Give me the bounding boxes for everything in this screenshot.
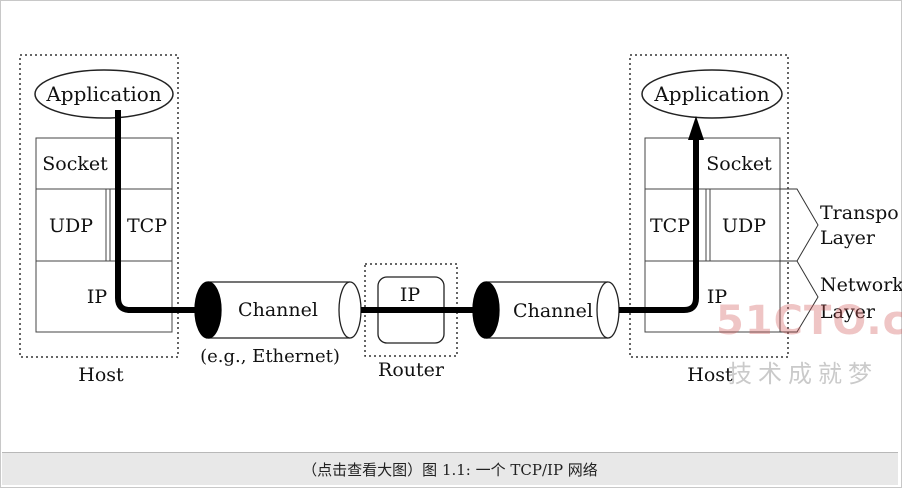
right-host-label: Host xyxy=(687,364,733,386)
transport-layer-label-2: Layer xyxy=(820,227,876,249)
left-application-ellipse xyxy=(34,69,174,119)
tcp-ip-network-diagram: Application Socket UDP TCP IP Host Chann… xyxy=(19,54,902,386)
network-layer-label-2: Layer xyxy=(820,301,876,323)
right-channel-end xyxy=(596,281,620,339)
right-protocol-stack xyxy=(644,137,781,333)
data-path-right xyxy=(619,136,699,313)
figure-caption[interactable]: （点击查看大图）图 1.1: 一个 TCP/IP 网络 xyxy=(302,460,598,479)
watermark-logo: 51CTO.co xyxy=(716,298,902,344)
router-ip-label: IP xyxy=(400,284,421,306)
watermark-subtitle: 技术成就梦 xyxy=(728,360,878,388)
left-socket-label: Socket xyxy=(42,153,108,175)
right-tcp-label: TCP xyxy=(650,215,690,237)
right-application-label: Application xyxy=(653,82,769,106)
left-channel-end xyxy=(338,281,362,339)
right-ip-label: IP xyxy=(707,286,728,308)
left-channel-face xyxy=(194,281,222,339)
left-udp-label: UDP xyxy=(49,215,93,237)
left-protocol-stack xyxy=(35,137,173,333)
arrow-head xyxy=(688,116,704,140)
transport-layer-brace xyxy=(780,188,819,262)
caption-bar: （点击查看大图）图 1.1: 一个 TCP/IP 网络 xyxy=(2,452,898,485)
left-application-label: Application xyxy=(45,82,161,106)
right-udp-label: UDP xyxy=(722,215,766,237)
left-tcp-label: TCP xyxy=(127,215,167,237)
right-channel-face xyxy=(472,281,500,339)
network-layer-brace xyxy=(780,260,819,333)
network-layer-label-1: Network xyxy=(820,274,902,296)
right-channel-label: Channel xyxy=(513,300,593,322)
right-application-ellipse xyxy=(641,69,783,119)
router-label: Router xyxy=(378,359,445,381)
right-socket-label: Socket xyxy=(706,153,772,175)
left-ip-label: IP xyxy=(87,286,108,308)
data-path-left xyxy=(115,110,196,313)
transport-layer-label-1: Transpo xyxy=(820,202,899,224)
left-channel-sublabel: (e.g., Ethernet) xyxy=(200,346,340,367)
left-channel-label: Channel xyxy=(238,299,318,321)
left-host-label: Host xyxy=(78,364,124,386)
